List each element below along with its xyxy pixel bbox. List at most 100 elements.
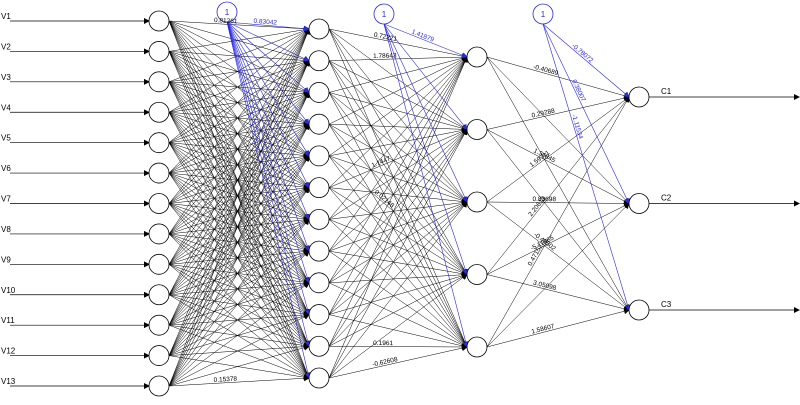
weight-edge [168, 91, 310, 326]
weight-edge [168, 203, 310, 284]
bias-edge [226, 21, 310, 189]
bias-neuron [373, 3, 395, 25]
weight-edge [168, 81, 310, 221]
weight-edge [328, 187, 468, 348]
weight-edge [328, 155, 468, 348]
neuron [308, 208, 330, 230]
weight-edge [328, 28, 468, 203]
weight-edge [168, 155, 310, 387]
weight-edge [168, 20, 310, 348]
weight-edge [168, 81, 310, 252]
weight-label: 0.15378 [213, 376, 237, 384]
weight-edge [168, 155, 310, 326]
weight-edge [168, 264, 310, 347]
neuron [308, 82, 330, 103]
neuron [308, 272, 330, 294]
weight-edge [168, 218, 310, 326]
weight-edge [168, 172, 310, 221]
weight-edge [168, 186, 310, 356]
weight-edge [328, 273, 468, 315]
bias-edge [226, 21, 310, 32]
neuron [308, 177, 330, 199]
weight-edge [168, 142, 310, 189]
neuron [148, 132, 170, 154]
bias-node-label: 1 [382, 10, 387, 19]
neuron [628, 299, 650, 321]
weight-edge [168, 59, 310, 235]
weight-edge [168, 20, 310, 125]
neuron [308, 113, 330, 135]
bias-weight-label: -1.11534 [570, 114, 584, 140]
weight-edge [168, 59, 310, 326]
weight-edge [168, 142, 310, 316]
neuron [628, 193, 650, 214]
weight-edge [168, 28, 310, 235]
weight-edge [328, 56, 468, 220]
weight-edge [168, 28, 310, 204]
weight-edge [168, 142, 310, 284]
weight-edge [486, 95, 630, 130]
weight-edge [168, 91, 310, 356]
weight-edge [168, 142, 310, 379]
output-label: C3 [661, 300, 672, 309]
weight-edge [328, 56, 468, 188]
weight-edge [328, 128, 468, 188]
weight-edge [168, 51, 310, 348]
neuron [148, 162, 170, 184]
weight-edge [168, 20, 310, 32]
weight-edge [168, 250, 310, 387]
bias-edge [226, 21, 310, 125]
weight-edge [486, 129, 630, 204]
neuron [466, 119, 488, 140]
weight-edge [168, 122, 310, 174]
neuron [148, 375, 170, 397]
neuron [148, 101, 170, 123]
weight-edge [168, 142, 310, 159]
weight-edge [168, 51, 310, 379]
output-lines [649, 94, 800, 313]
weight-edge [168, 112, 310, 158]
weight-edge [168, 81, 310, 284]
bias-weight-label: 0.83042 [253, 18, 277, 27]
bias-edge [383, 23, 469, 348]
input-label: V5 [1, 134, 11, 143]
weight-edge [486, 274, 630, 312]
weight-edge [168, 153, 310, 174]
neuron [628, 86, 650, 108]
bias-edge [542, 23, 630, 98]
neuron [308, 304, 330, 325]
neuron [308, 18, 330, 40]
weight-edge [328, 92, 468, 203]
weight-edge [328, 128, 468, 220]
weight-edge [168, 203, 310, 379]
weight-edge [168, 294, 310, 379]
input-label: V1 [1, 12, 11, 21]
weight-edge [168, 90, 310, 113]
weight-edge [328, 187, 468, 276]
weight-edge [168, 91, 310, 387]
bias-neuron [532, 3, 554, 25]
weight-edge [168, 20, 310, 284]
weight-edge [168, 233, 310, 254]
neuron [148, 223, 170, 245]
weight-edge [328, 56, 468, 157]
weight-edge [168, 59, 310, 113]
weight-edge [168, 20, 310, 189]
weight-edge [328, 54, 468, 61]
weight-edge [168, 233, 310, 316]
weight-edge [168, 81, 310, 379]
weight-edge [168, 123, 310, 235]
bias-weight-label: 0.38007 [570, 79, 587, 104]
weight-edge [168, 60, 310, 204]
weight-edge [168, 203, 310, 222]
weight-edge [168, 172, 310, 316]
weight-edge [168, 172, 310, 348]
weight-edge [168, 26, 310, 52]
input-label: V7 [1, 195, 11, 204]
neuron [148, 345, 170, 366]
weight-edge [328, 128, 468, 347]
weight-edge [328, 314, 468, 349]
neuron [308, 240, 330, 262]
weight-edge [168, 112, 310, 316]
input-label: V2 [1, 42, 11, 51]
